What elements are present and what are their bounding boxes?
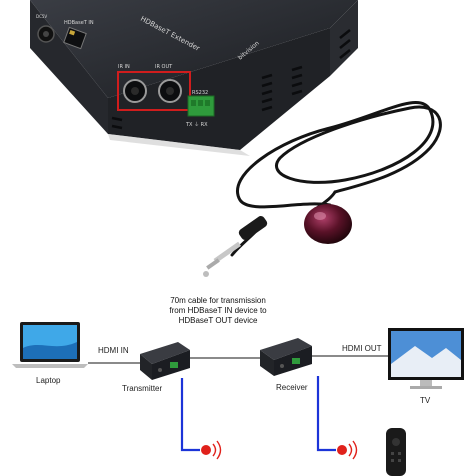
- hdbaset-port-label: HDBaseT IN: [64, 20, 94, 26]
- caption-line: 70m cable for transmission: [170, 296, 266, 305]
- transmitter-label: Transmitter: [122, 384, 163, 393]
- ir-out-label: IR OUT: [155, 64, 173, 70]
- tx-rx-label: TX ⏚ RX: [185, 121, 208, 128]
- ir-in-label: IR IN: [118, 64, 130, 70]
- laptop-label: Laptop: [36, 376, 61, 385]
- caption-line: HDBaseT OUT device: [178, 316, 258, 325]
- tv-image: [388, 328, 464, 389]
- receiver-label: Receiver: [276, 383, 308, 392]
- connection-diagram: [12, 322, 464, 476]
- caption-line: from HDBaseT IN device to: [169, 306, 267, 315]
- remote-control-image: [386, 428, 406, 476]
- ir-signal-receiver: [337, 440, 358, 460]
- transmitter-device: [140, 342, 190, 380]
- product-photo: HDBaseT Extender bitvision HDBaseT IN IR…: [30, 0, 442, 277]
- ir-receiver-bulb: [304, 204, 352, 244]
- cable-caption: 70m cable for transmission from HDBaseT …: [158, 296, 278, 326]
- extender-device: HDBaseT Extender bitvision HDBaseT IN IR…: [30, 0, 358, 156]
- hdmi-out-label: HDMI OUT: [342, 344, 382, 353]
- tv-label: TV: [420, 396, 431, 405]
- ir-cable-receiver: [316, 376, 336, 452]
- ir-signal-transmitter: [201, 440, 222, 460]
- hdmi-in-label: HDMI IN: [98, 346, 129, 355]
- rs232-label: RS232: [192, 90, 208, 96]
- audio-jack-plug: [203, 216, 268, 277]
- ir-cable-transmitter: [180, 378, 200, 452]
- laptop-image: [12, 322, 88, 368]
- receiver-device: [260, 338, 312, 376]
- dc-label: DC5V: [36, 14, 47, 19]
